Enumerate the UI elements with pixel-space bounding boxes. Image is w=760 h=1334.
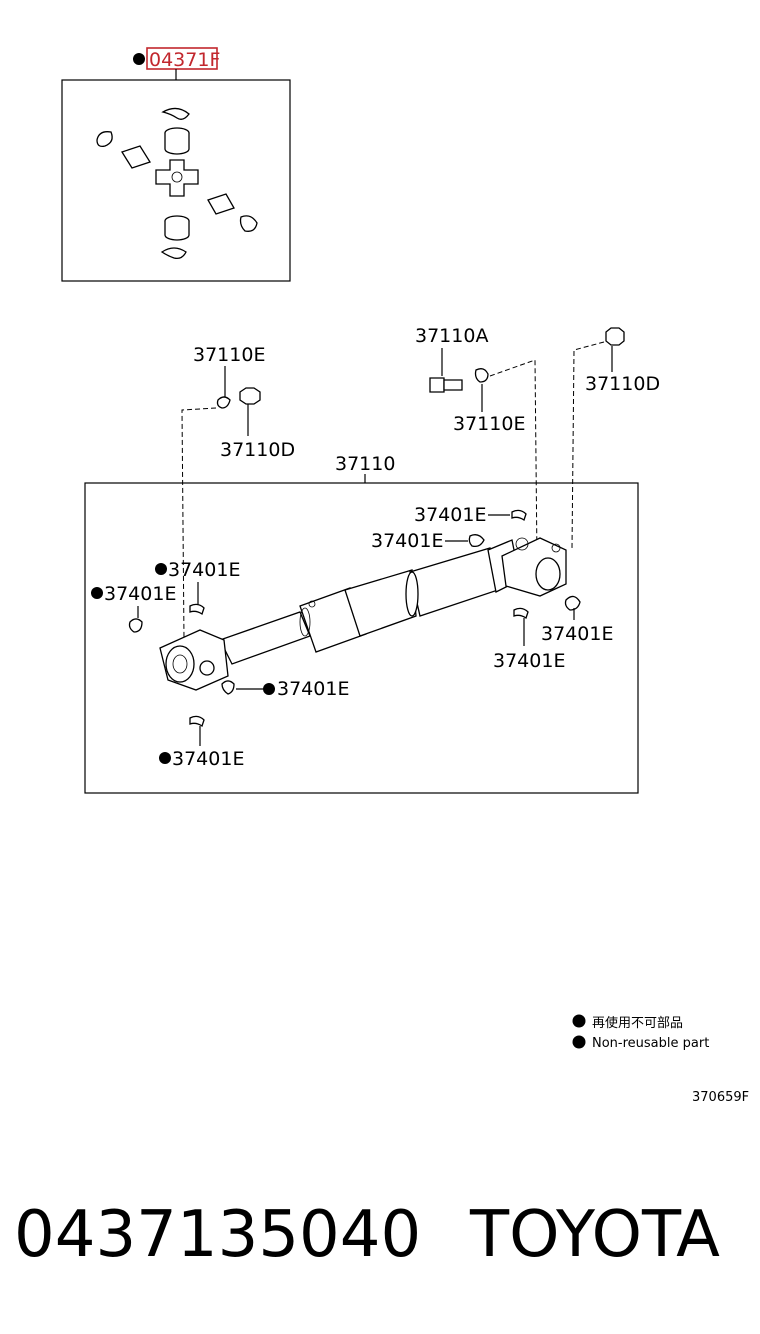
bolt-head-drawing: [429, 377, 445, 393]
propeller-shaft-drawing: [159, 537, 567, 691]
snap-ring-drawing: [128, 618, 143, 633]
snap-ring-drawing: [513, 607, 529, 620]
kit-box: [61, 79, 291, 282]
footer-brand: TOYOTA: [469, 1198, 720, 1272]
non-reusable-dot: [159, 752, 171, 764]
legend-jp: 再使用不可部品: [592, 1015, 683, 1031]
snap-ring-drawing: [564, 595, 581, 611]
non-reusable-dot: [155, 563, 167, 575]
label-37110[interactable]: 37110: [335, 453, 395, 475]
non-reusable-dot: [91, 587, 103, 599]
diagram-code: 370659F: [692, 1090, 749, 1105]
propeller-shaft-group: 37110 37401E 374: [84, 453, 639, 794]
washer-drawing: [216, 396, 231, 409]
snap-ring-drawing: [189, 715, 205, 728]
spider-kit-group: 04371F: [61, 47, 291, 282]
nut-drawing: [605, 327, 625, 346]
label-37401E-c[interactable]: 37401E: [168, 559, 240, 581]
washer-drawing: [474, 368, 489, 383]
non-reusable-dot: [133, 53, 145, 65]
spider-cross-drawing: [96, 107, 258, 260]
snap-ring-drawing: [189, 603, 205, 616]
bolt-shank-drawing: [443, 379, 463, 391]
label-37401E-a[interactable]: 37401E: [414, 504, 486, 526]
label-37110D-left[interactable]: 37110D: [220, 439, 295, 461]
shaft-assembly-box: [84, 482, 639, 794]
snap-ring-drawing: [468, 534, 485, 548]
footer-part-number: 0437135040: [14, 1198, 421, 1272]
upper-hardware-group: 37110E 37110D 37110A 37110E 37110D: [181, 325, 660, 641]
legend: 再使用不可部品 Non-reusable part: [572, 1014, 709, 1051]
snap-ring-drawing: [221, 680, 235, 695]
label-37110A[interactable]: 37110A: [415, 325, 488, 347]
kit-label-highlight: [146, 47, 218, 70]
label-37401E-g[interactable]: 37401E: [277, 678, 349, 700]
label-37401E-f[interactable]: 37401E: [493, 650, 565, 672]
legend-en: Non-reusable part: [592, 1036, 709, 1051]
label-37401E-e[interactable]: 37401E: [541, 623, 613, 645]
snap-ring-drawing: [511, 509, 527, 522]
label-37110E-mid[interactable]: 37110E: [453, 413, 525, 435]
kit-label[interactable]: 04371F: [149, 49, 220, 71]
label-37110E-top[interactable]: 37110E: [193, 344, 265, 366]
label-37401E-h[interactable]: 37401E: [172, 748, 244, 770]
legend-dot: [572, 1014, 586, 1028]
non-reusable-dot: [263, 683, 275, 695]
label-37110D-right[interactable]: 37110D: [585, 373, 660, 395]
label-37401E-b[interactable]: 37401E: [371, 530, 443, 552]
nut-drawing: [239, 387, 261, 405]
legend-dot: [572, 1035, 586, 1049]
label-37401E-d[interactable]: 37401E: [104, 583, 176, 605]
